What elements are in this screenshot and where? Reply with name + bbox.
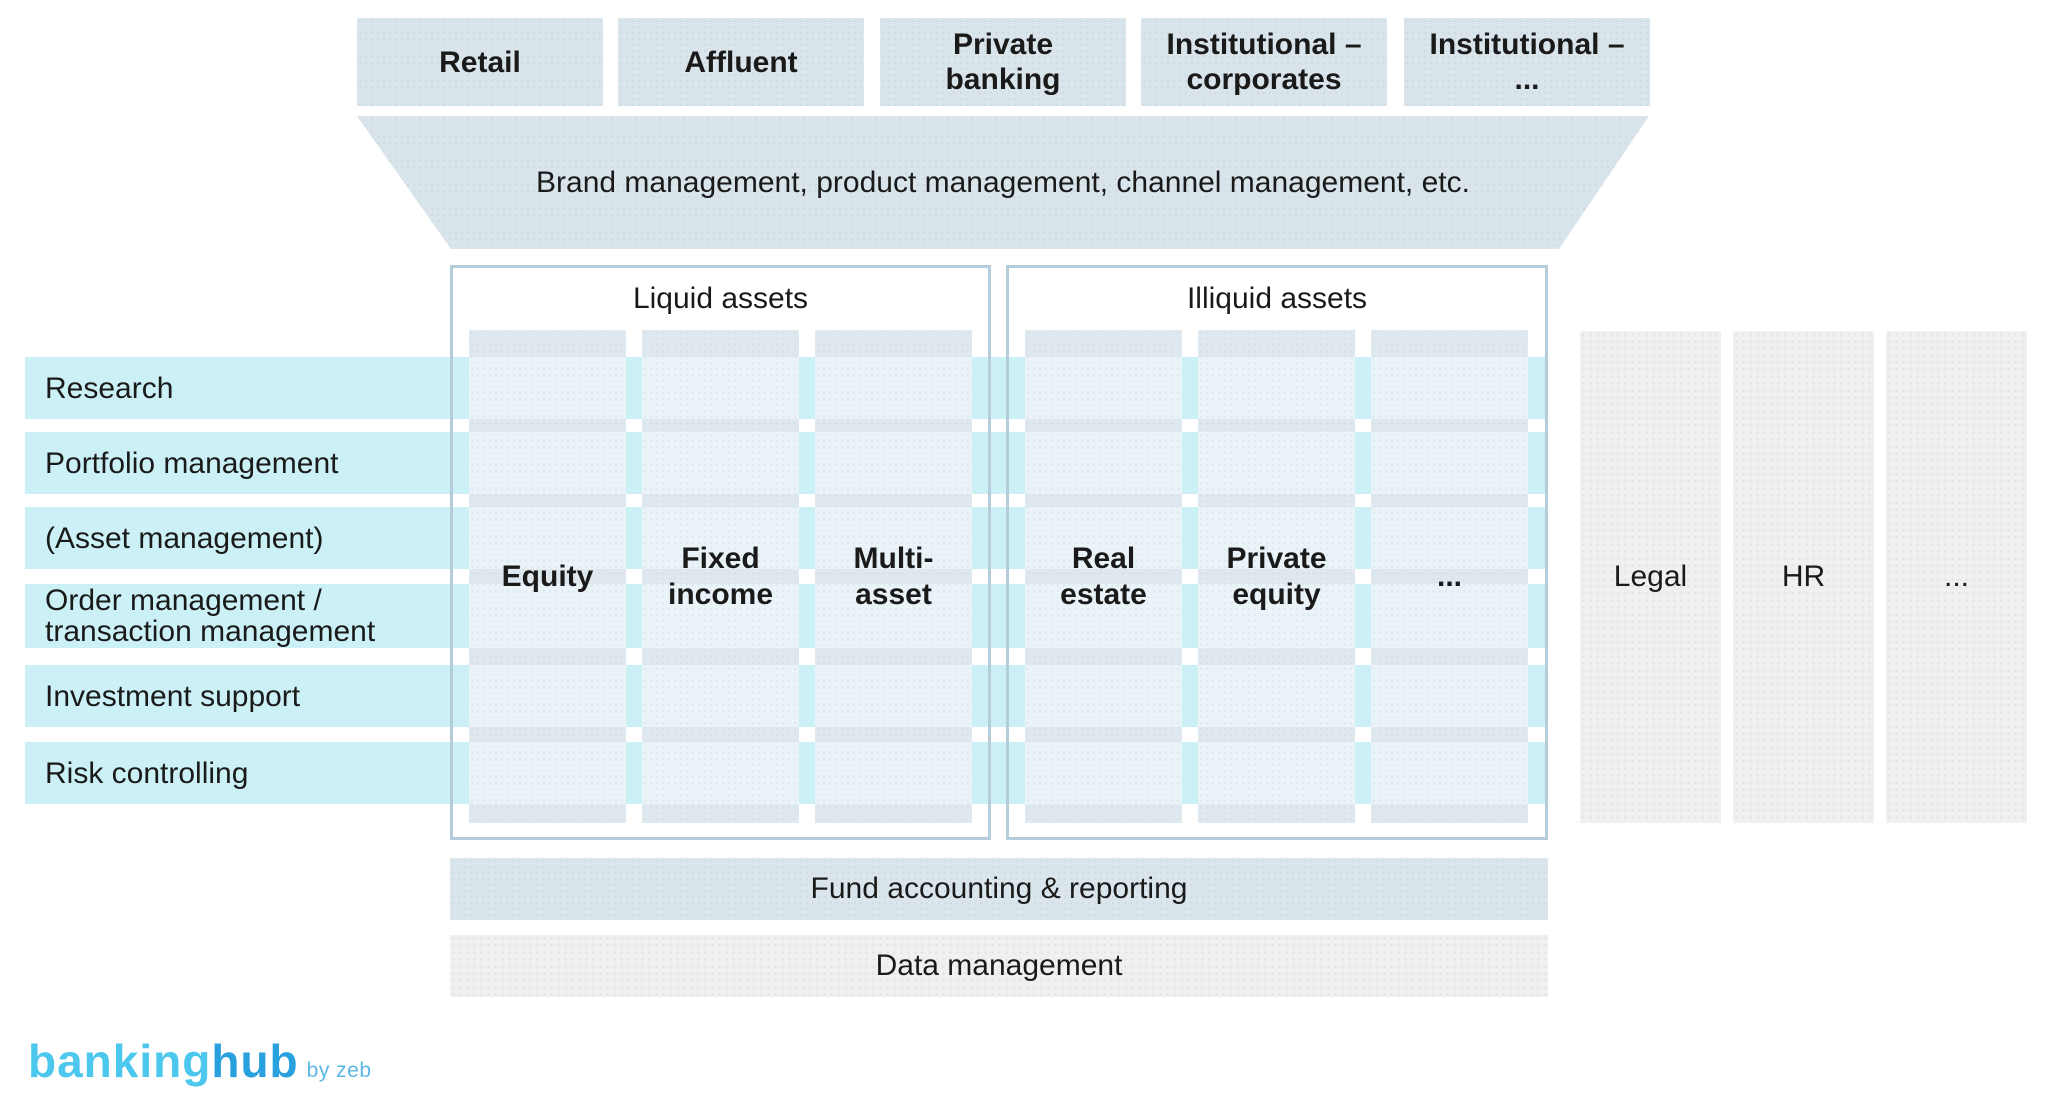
logo-hub-text: hub	[211, 1035, 299, 1087]
logo-banking-text: banking	[28, 1035, 212, 1087]
asset-column-real-estate: Real estate	[1025, 330, 1182, 823]
segment-box-private-banking: Private banking	[880, 18, 1126, 106]
asset-column-private-equity: Private equity	[1198, 330, 1355, 823]
illiquid-assets-panel: Illiquid assets	[1006, 265, 1548, 840]
liquid-assets-title: Liquid assets	[632, 282, 809, 315]
management-funnel: Brand management, product management, ch…	[357, 116, 1649, 249]
liquid-assets-panel: Liquid assets	[450, 265, 991, 840]
support-column-hr: HR	[1733, 331, 1874, 823]
management-funnel-label: Brand management, product management, ch…	[536, 165, 1470, 199]
function-band-label: Investment support	[45, 679, 301, 713]
segment-box-institutional-other: Institutional – ...	[1404, 18, 1650, 106]
function-band-label: Order management / transaction managemen…	[45, 584, 376, 648]
asset-column-equity: Equity	[469, 330, 626, 823]
fund-accounting-label: Fund accounting & reporting	[810, 872, 1188, 905]
illiquid-assets-title: Illiquid assets	[1186, 282, 1368, 315]
function-band-label: (Asset management)	[45, 521, 324, 555]
segment-box-retail: Retail	[357, 18, 603, 106]
logo-byline: by zeb	[306, 1059, 372, 1082]
asset-column-other: ...	[1371, 330, 1528, 823]
support-column-other: ...	[1886, 331, 2027, 823]
data-management-bar: Data management	[450, 935, 1548, 997]
asset-column-multi-asset: Multi- asset	[815, 330, 972, 823]
function-band-label: Research	[45, 371, 174, 405]
data-management-label: Data management	[875, 949, 1123, 982]
support-column-legal: Legal	[1580, 331, 1721, 823]
asset-column-fixed-income: Fixed income	[642, 330, 799, 823]
segment-box-institutional-corporates: Institutional – corporates	[1141, 18, 1387, 106]
function-band-label: Risk controlling	[45, 756, 249, 790]
function-band-label: Portfolio management	[45, 446, 339, 480]
fund-accounting-bar: Fund accounting & reporting	[450, 858, 1548, 920]
segment-box-affluent: Affluent	[618, 18, 864, 106]
